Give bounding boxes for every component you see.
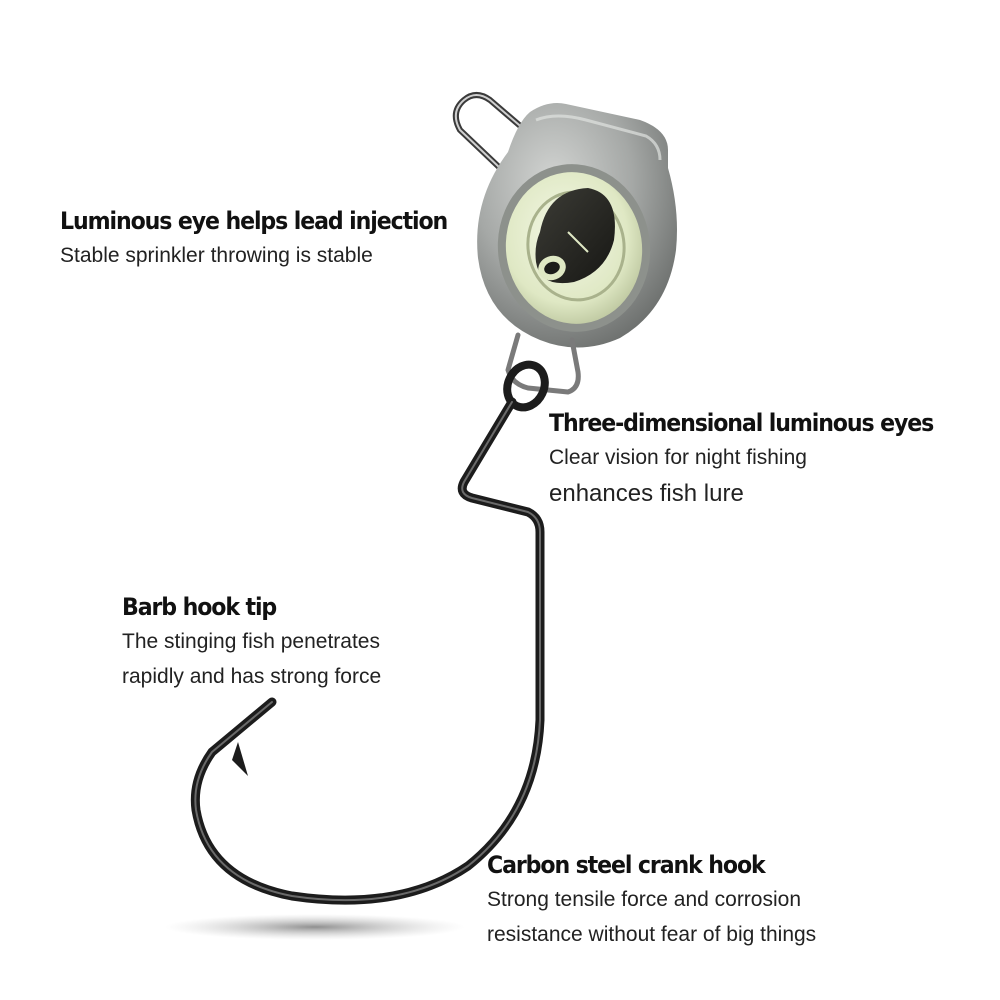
luminous-eye-icon (497, 164, 651, 332)
crank-hook-icon (190, 360, 549, 905)
callout-title: Three-dimensional luminous eyes (549, 409, 934, 437)
callout-carbon-steel-hook: Carbon steel crank hook Strong tensile f… (487, 848, 816, 952)
callout-barb-hook-tip: Barb hook tip The stinging fish penetrat… (122, 590, 381, 694)
callout-title: Luminous eye helps lead injection (60, 207, 448, 235)
callout-text: enhances fish lure (549, 480, 744, 507)
callout-text: The stinging fish penetrates (122, 630, 380, 653)
callout-text: Clear vision for night fishing (549, 446, 807, 469)
callout-text: Strong tensile force and corrosion (487, 888, 802, 911)
shadow-icon (165, 914, 465, 940)
callout-title: Barb hook tip (122, 593, 277, 621)
callout-text: Stable sprinkler throwing is stable (60, 244, 373, 267)
wire-keeper-icon (452, 92, 535, 171)
callout-three-dimensional-eyes: Three-dimensional luminous eyes Clear vi… (549, 406, 967, 513)
callout-text: rapidly and has strong force (122, 665, 382, 688)
callout-text: resistance without fear of big things (487, 923, 817, 946)
callout-luminous-eye: Luminous eye helps lead injection Stable… (60, 204, 481, 273)
callout-title: Carbon steel crank hook (487, 851, 766, 879)
